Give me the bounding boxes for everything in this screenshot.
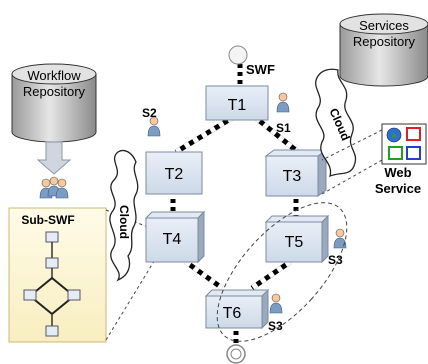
- end-node: [226, 344, 246, 364]
- web-service: Web Service: [375, 123, 427, 196]
- task-t3-label: T3: [283, 168, 302, 185]
- task-t4[interactable]: T4: [144, 210, 206, 264]
- server-s3-t6: S3: [268, 293, 283, 333]
- workflow-repository-label-1: Workflow: [27, 68, 81, 83]
- server-s1-label: S1: [276, 121, 291, 135]
- web-service-label-2: Service: [375, 181, 421, 196]
- task-t5[interactable]: T5: [264, 214, 330, 264]
- task-t5-label: T5: [285, 234, 304, 251]
- task-t4-label: T4: [163, 231, 182, 248]
- services-repository: Services Repository: [339, 13, 428, 87]
- workflow-repository-label-2: Repository: [23, 84, 86, 99]
- down-arrow-icon: [36, 141, 72, 175]
- server-s2-label: S2: [142, 106, 157, 120]
- sub-swf-label: Sub-SWF: [21, 213, 74, 227]
- task-t2-label: T2: [165, 166, 184, 183]
- task-t6[interactable]: T6: [204, 288, 270, 330]
- server-s2: S2: [142, 106, 161, 137]
- task-t1[interactable]: T1: [205, 85, 269, 121]
- web-service-label-1: Web: [384, 165, 411, 180]
- users-group-icon: [39, 176, 69, 199]
- server-s3-t5: S3: [328, 228, 347, 267]
- connectors: [170, 60, 300, 346]
- left-cloud-label: Cloud: [117, 205, 131, 239]
- sub-swf-panel: Sub-SWF: [8, 207, 107, 343]
- workflow-repository: Workflow Repository: [11, 63, 97, 143]
- task-t6-label: T6: [223, 305, 242, 322]
- task-t2[interactable]: T2: [145, 151, 203, 195]
- swf-label: SWF: [246, 62, 275, 77]
- task-t3[interactable]: T3: [264, 149, 328, 197]
- server-s1: S1: [276, 92, 291, 135]
- start-node: [228, 45, 248, 65]
- server-s3-t6-label: S3: [268, 319, 283, 333]
- services-repository-label-1: Services: [359, 18, 409, 33]
- left-cloud: Cloud: [109, 149, 139, 282]
- s3-group-outline: [216, 202, 348, 342]
- task-t1-label: T1: [228, 97, 247, 114]
- services-repository-label-2: Repository: [353, 34, 416, 49]
